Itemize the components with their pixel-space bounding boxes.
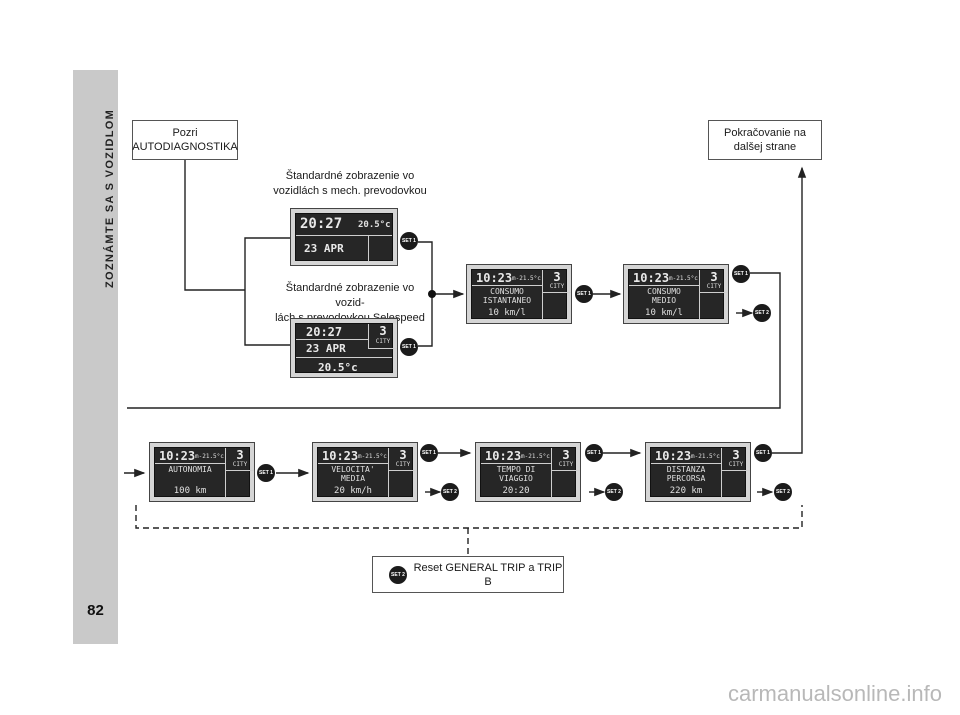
trip-line2: VIAGGIO — [499, 474, 533, 483]
trip-display: 10:23 m-21.5°c 3 CITY CONSUMO MEDIO 10 k… — [623, 264, 729, 324]
autodiagnostics-box: Pozri AUTODIAGNOSTIKA — [132, 120, 238, 160]
trip-line1: CONSUMO — [490, 287, 524, 296]
trip-gear: 3 — [236, 448, 244, 462]
set2-button: SET 2 — [389, 566, 407, 584]
trip-display: 10:23 m-21.5°c 3 CITY CONSUMO ISTANTANEO… — [466, 264, 572, 324]
set2-button: SET 2 — [605, 483, 623, 501]
trip-line2: MEDIA — [340, 474, 366, 483]
set1-button: SET 1 — [420, 444, 438, 462]
trip-value: 20:20 — [502, 486, 530, 496]
trip-time: 10:23 — [633, 271, 670, 285]
std-mech-label: Štandardné zobrazenie vo vozidlách s mec… — [273, 170, 427, 197]
trip-display: 10:23 m-21.5°c 3 CITY TEMPO DI VIAGGIO 2… — [475, 442, 581, 502]
trip-line1: AUTONOMIA — [168, 465, 212, 474]
trip-value: 100 km — [173, 486, 207, 496]
trip-time: 10:23 — [476, 271, 513, 285]
trip-temp: m-21.5°c — [195, 453, 224, 460]
trip-temp: m-21.5°c — [691, 453, 720, 460]
trip-line2: ISTANTANEO — [482, 296, 532, 305]
trip-temp: m-21.5°c — [512, 275, 541, 282]
watermark: carmanualsonline.info — [727, 681, 942, 706]
set1-button: SET 1 — [400, 338, 418, 356]
page-number: 82 — [87, 602, 104, 619]
trip-mode: CITY — [558, 461, 574, 468]
set1-button: SET 1 — [400, 232, 418, 250]
display-std-sele: 20:27 3 CITY 23 APR 20.5°c — [290, 318, 398, 378]
trip-display: 10:23 m-21.5°c 3 CITY VELOCITA' MEDIA 20… — [312, 442, 418, 502]
set1-button: SET 1 — [575, 285, 593, 303]
sidebar-strip — [73, 70, 118, 644]
trip-line1: CONSUMO — [647, 287, 681, 296]
trip-time: 10:23 — [655, 449, 692, 463]
trip-line1: VELOCITA' — [331, 465, 375, 474]
trip-mode: CITY — [706, 283, 722, 290]
display-std-mech: 20:27 20.5°c 23 APR — [290, 208, 398, 266]
trip-value: 20 km/h — [334, 486, 372, 496]
trip-mode: CITY — [549, 283, 565, 290]
trip-display: 10:23 m-21.5°c 3 CITY DISTANZA PERCORSA … — [645, 442, 751, 502]
trip-time: 10:23 — [159, 449, 196, 463]
trip-mode: CITY — [728, 461, 744, 468]
trip-gear: 3 — [562, 448, 570, 462]
set2-button: SET 2 — [774, 483, 792, 501]
trip-line2: PERCORSA — [666, 474, 706, 483]
trip-mode: CITY — [395, 461, 411, 468]
trip-time: 10:23 — [485, 449, 522, 463]
trip-temp: m-21.5°c — [669, 275, 698, 282]
trip-display: 10:23 m-21.5°c 3 CITY AUTONOMIA 100 km — [149, 442, 255, 502]
trip-line1: TEMPO DI — [496, 465, 536, 474]
trip-value: 10 km/l — [645, 308, 683, 318]
trip-gear: 3 — [710, 270, 718, 284]
continue-box: Pokračovanie na dalšej strane — [708, 120, 822, 160]
trip-gear: 3 — [553, 270, 561, 284]
trip-gear: 3 — [399, 448, 407, 462]
set1-button: SET 1 — [732, 265, 750, 283]
trip-line1: DISTANZA — [666, 465, 706, 474]
trip-temp: m-21.5°c — [521, 453, 550, 460]
trip-line2: MEDIO — [651, 296, 677, 305]
trip-value: 220 km — [669, 486, 703, 496]
set2-button: SET 2 — [753, 304, 771, 322]
set1-button: SET 1 — [585, 444, 603, 462]
set2-button: SET 2 — [441, 483, 459, 501]
trip-value: 10 km/l — [488, 308, 526, 318]
trip-time: 10:23 — [322, 449, 359, 463]
trip-temp: m-21.5°c — [358, 453, 387, 460]
trip-gear: 3 — [732, 448, 740, 462]
trip-mode: CITY — [232, 461, 248, 468]
set1-button: SET 1 — [754, 444, 772, 462]
set1-button: SET 1 — [257, 464, 275, 482]
